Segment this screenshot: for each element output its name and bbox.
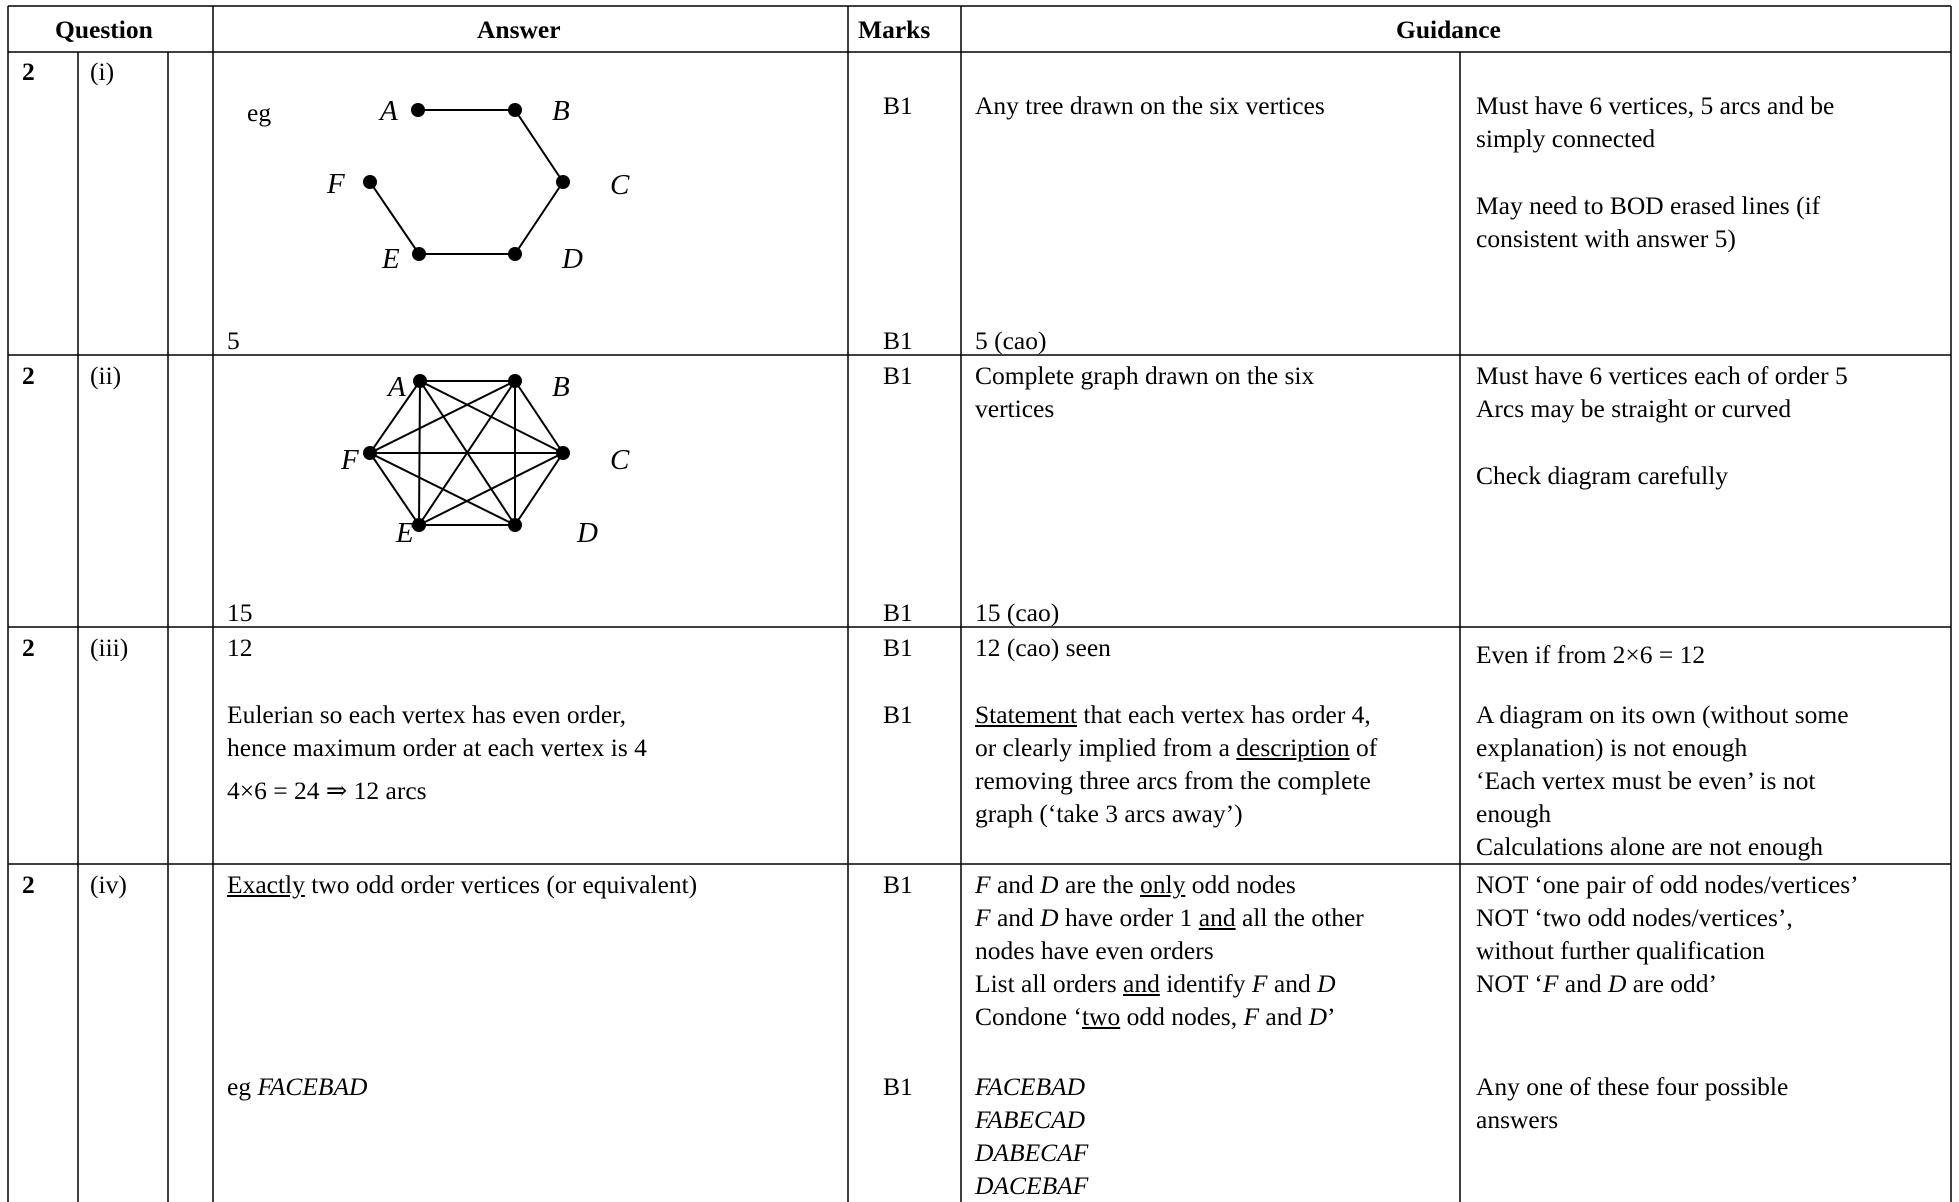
row4-route-2: FABECAD — [975, 1105, 1086, 1134]
row4-answer-1: Exactly two odd order vertices (or equiv… — [227, 870, 698, 899]
header-marks: Marks — [858, 15, 931, 44]
row2-mark-2: B1 — [883, 598, 913, 627]
row3-guidance-b-1: Even if from 2×6 = 12 — [1476, 640, 1706, 669]
row3-guidance-b-4: ‘Each vertex must be even’ is not — [1476, 766, 1816, 795]
row3-answer-1: 12 — [227, 633, 253, 662]
vertex-f — [363, 446, 377, 460]
row4-guidance-b-6: answers — [1476, 1105, 1559, 1134]
row3-guidance-a-4: removing three arcs from the complete — [975, 766, 1371, 795]
row4-guidance-b-1: NOT ‘one pair of odd nodes/vertices’ — [1476, 870, 1859, 899]
header-question: Question — [55, 15, 153, 44]
label-e: E — [395, 517, 414, 549]
row1-eg: eg — [247, 98, 272, 127]
row3-guidance-a-2: Statement that each vertex has order 4, — [975, 700, 1371, 729]
vertex-d — [508, 247, 522, 261]
row1-question-number: 2 — [22, 57, 35, 86]
row2-guidance-a-1: Complete graph drawn on the six — [975, 361, 1315, 390]
row1-guidance-a-2: 5 (cao) — [975, 326, 1047, 355]
label-a: A — [378, 95, 398, 127]
row1-mark-2: B1 — [883, 326, 913, 355]
label-f: F — [326, 168, 345, 200]
row4-part: (iv) — [90, 870, 127, 899]
row4-guidance-a-4: List all orders and identify F and D — [975, 969, 1336, 998]
row4-route-3: DABECAF — [975, 1138, 1089, 1167]
row3-answer-3: hence maximum order at each vertex is 4 — [227, 733, 647, 762]
row2-answer-value: 15 — [227, 598, 253, 627]
row2-guidance-a-2: vertices — [975, 394, 1055, 423]
row3-guidance-b-5: enough — [1476, 799, 1552, 828]
vertex-a — [413, 374, 427, 388]
row1-guidance-b-1: Must have 6 vertices, 5 arcs and be — [1476, 91, 1835, 120]
row4-guidance-b-3: without further qualification — [1476, 936, 1765, 965]
row2-guidance-a-3: 15 (cao) — [975, 598, 1060, 627]
row4-question-number: 2 — [22, 870, 35, 899]
vertex-a — [411, 103, 425, 117]
row4-guidance-b-5: Any one of these four possible — [1476, 1072, 1789, 1101]
vertex-f — [363, 175, 377, 189]
row2-guidance-b-2: Arcs may be straight or curved — [1476, 394, 1792, 423]
row4-mark-2: B1 — [883, 1072, 913, 1101]
row4-guidance-b-2: NOT ‘two odd nodes/vertices’, — [1476, 903, 1793, 932]
complete-graph-diagram: A B C D E F — [340, 371, 630, 549]
label-c: C — [610, 444, 630, 476]
label-a: A — [386, 371, 406, 403]
row3-answer-2: Eulerian so each vertex has even order, — [227, 700, 626, 729]
row1-mark-1: B1 — [883, 91, 913, 120]
row3-guidance-b-2: A diagram on its own (without some — [1476, 700, 1849, 729]
label-c: C — [610, 169, 630, 201]
row3-question-number: 2 — [22, 633, 35, 662]
vertex-c — [556, 446, 570, 460]
row4-guidance-a-5: Condone ‘two odd nodes, F and D’ — [975, 1002, 1336, 1031]
vertex-b — [508, 103, 522, 117]
row4-guidance-a-2: F and D have order 1 and all the other — [975, 903, 1364, 932]
row3-guidance-a-3: or clearly implied from a description of — [975, 733, 1378, 762]
row1-part: (i) — [90, 57, 115, 86]
vertex-d — [508, 518, 522, 532]
header-answer: Answer — [477, 15, 561, 44]
tree-diagram: A B C D E F — [326, 95, 630, 275]
row1-answer-value: 5 — [227, 326, 240, 355]
header-guidance: Guidance — [1396, 15, 1501, 44]
row2-mark-1: B1 — [883, 361, 913, 390]
row3-part: (iii) — [90, 633, 129, 662]
row1-guidance-b-4: consistent with answer 5) — [1476, 224, 1736, 253]
vertex-e — [412, 518, 426, 532]
label-d: D — [576, 517, 598, 549]
label-b: B — [552, 95, 570, 127]
row2-question-number: 2 — [22, 361, 35, 390]
row3-answer-4: 4×6 = 24 ⇒ 12 arcs — [227, 776, 427, 805]
label-f: F — [340, 444, 359, 476]
row2-guidance-b-3: Check diagram carefully — [1476, 461, 1729, 490]
row3-guidance-b-3: explanation) is not enough — [1476, 733, 1748, 762]
row4-guidance-a-3: nodes have even orders — [975, 936, 1214, 965]
row4-guidance-a-1: F and D are the only odd nodes — [975, 870, 1296, 899]
row1-guidance-b-3: May need to BOD erased lines (if — [1476, 191, 1821, 220]
row3-guidance-a-5: graph (‘take 3 arcs away’) — [975, 799, 1243, 828]
row3-guidance-a-1: 12 (cao) seen — [975, 633, 1111, 662]
vertex-c — [556, 175, 570, 189]
row4-route-1: FACEBAD — [975, 1072, 1086, 1101]
row1-guidance-a-1: Any tree drawn on the six vertices — [975, 91, 1325, 120]
vertex-b — [508, 374, 522, 388]
row3-mark-2: B1 — [883, 700, 913, 729]
label-b: B — [552, 371, 570, 403]
row4-answer-2: eg FACEBAD — [227, 1072, 368, 1101]
row2-part: (ii) — [90, 361, 122, 390]
vertex-e — [412, 247, 426, 261]
label-d: D — [561, 243, 583, 275]
row4-mark-1: B1 — [883, 870, 913, 899]
label-e: E — [381, 243, 400, 275]
row1-guidance-b-2: simply connected — [1476, 124, 1656, 153]
row3-mark-1: B1 — [883, 633, 913, 662]
row3-guidance-b-6: Calculations alone are not enough — [1476, 832, 1823, 861]
row4-guidance-b-4: NOT ‘F and D are odd’ — [1476, 969, 1718, 998]
row4-route-4: DACEBAF — [975, 1171, 1089, 1200]
row2-guidance-b-1: Must have 6 vertices each of order 5 — [1476, 361, 1848, 390]
